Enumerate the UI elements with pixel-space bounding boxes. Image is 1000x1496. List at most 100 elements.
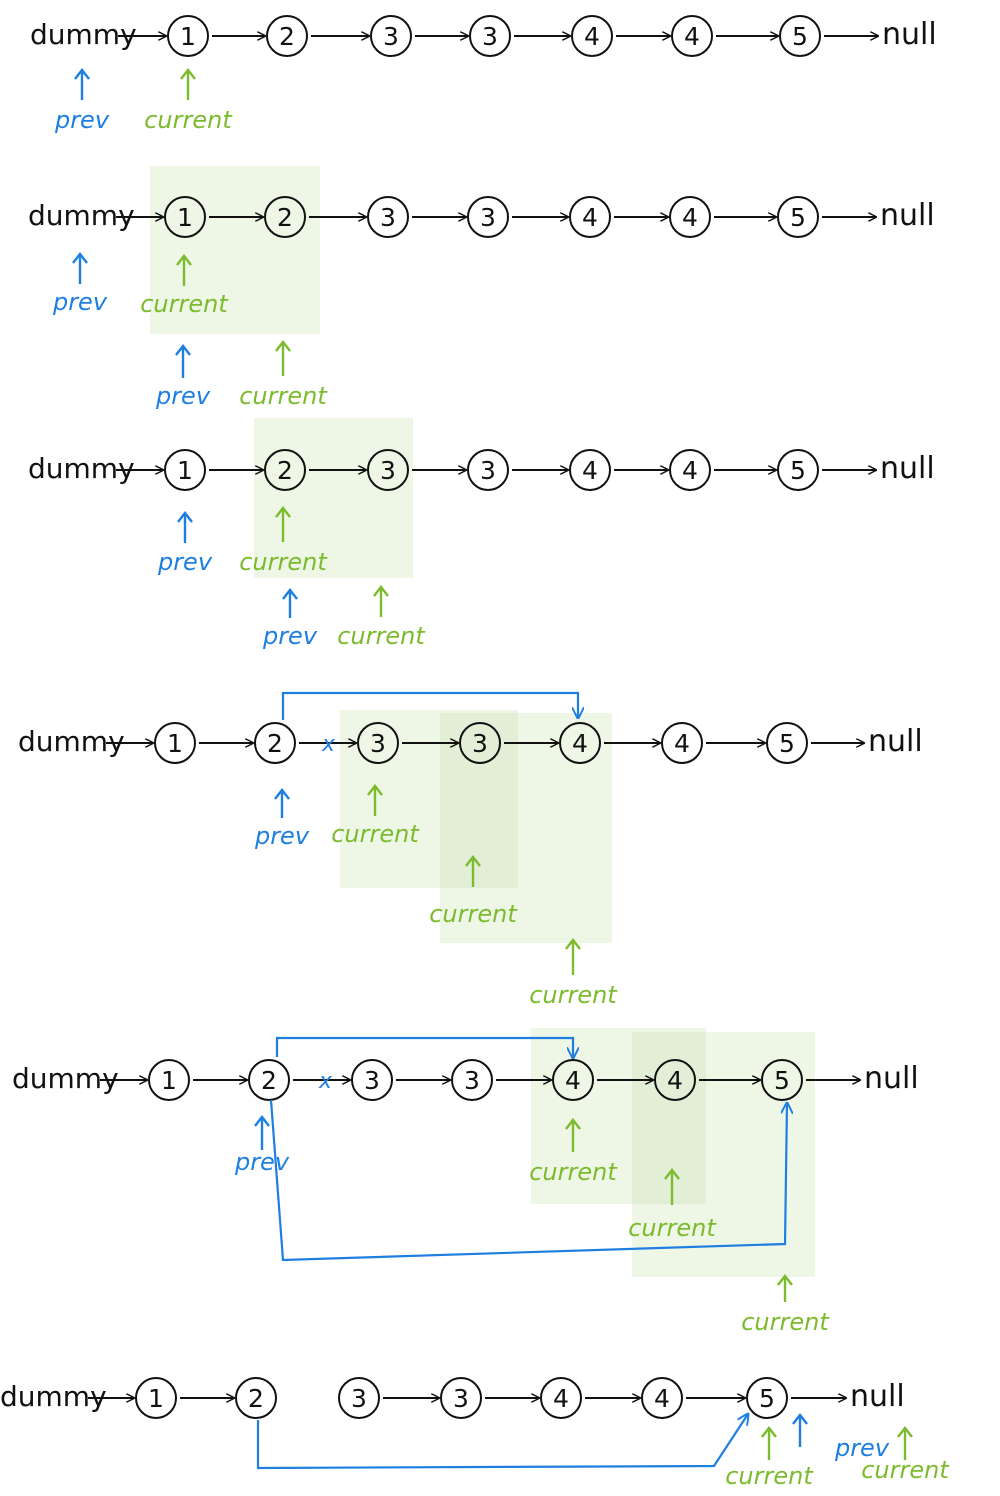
node-value: 5 bbox=[759, 1384, 775, 1413]
list-node bbox=[467, 449, 509, 491]
list-node bbox=[459, 722, 501, 764]
list-node bbox=[777, 449, 819, 491]
current-label: current bbox=[331, 820, 420, 848]
node-value: 3 bbox=[380, 203, 396, 232]
node-value: 3 bbox=[370, 729, 386, 758]
list-node bbox=[264, 449, 306, 491]
node-value: 4 bbox=[682, 456, 698, 485]
list-node bbox=[777, 196, 819, 238]
list-node bbox=[669, 196, 711, 238]
list-node bbox=[351, 1059, 393, 1101]
tail-label: null bbox=[880, 198, 935, 233]
list-node bbox=[641, 1377, 683, 1419]
current-label: current bbox=[725, 1462, 814, 1490]
prev-label: prev bbox=[234, 1148, 290, 1176]
list-node bbox=[569, 449, 611, 491]
removed-link-mark: x bbox=[318, 1069, 333, 1094]
list-node bbox=[357, 722, 399, 764]
current-pointer: current bbox=[628, 1168, 717, 1242]
pointer-arrowhead bbox=[565, 938, 581, 950]
current-label: current bbox=[144, 106, 233, 134]
pointer-arrowhead bbox=[373, 585, 389, 597]
current-pointer: current bbox=[861, 1426, 950, 1484]
node-value: 4 bbox=[674, 729, 690, 758]
pointer-arrowhead bbox=[777, 1274, 793, 1286]
node-value: 3 bbox=[364, 1066, 380, 1095]
current-label: current bbox=[429, 900, 518, 928]
list-node bbox=[367, 449, 409, 491]
current-pointer: current bbox=[741, 1274, 830, 1336]
pointer-arrowhead bbox=[465, 855, 481, 867]
pointer-arrowhead bbox=[176, 254, 192, 266]
head-label: dummy bbox=[28, 452, 135, 485]
prev-pointer: prev bbox=[54, 68, 110, 134]
current-pointer: current bbox=[725, 1426, 814, 1490]
pointer-arrowhead bbox=[565, 1118, 581, 1130]
node-value: 4 bbox=[572, 729, 588, 758]
list-node bbox=[766, 722, 808, 764]
list-node bbox=[266, 15, 308, 57]
node-value: 4 bbox=[553, 1384, 569, 1413]
node-value: 3 bbox=[472, 729, 488, 758]
list-node bbox=[135, 1377, 177, 1419]
list-node bbox=[671, 15, 713, 57]
pointer-arrowhead bbox=[275, 506, 291, 518]
node-value: 3 bbox=[380, 456, 396, 485]
current-label: current bbox=[337, 622, 426, 650]
list-node bbox=[779, 15, 821, 57]
pointer-arrowhead bbox=[897, 1426, 913, 1438]
node-value: 2 bbox=[277, 456, 293, 485]
list-node bbox=[746, 1377, 788, 1419]
highlight-layer bbox=[150, 166, 815, 1277]
pointer-arrowhead bbox=[180, 68, 196, 80]
tail-label: null bbox=[868, 724, 923, 759]
prev-label: prev bbox=[155, 382, 211, 410]
pointer-arrowhead bbox=[761, 1426, 777, 1438]
node-value: 5 bbox=[779, 729, 795, 758]
relink-arrow bbox=[275, 1036, 573, 1058]
head-label: dummy bbox=[0, 1380, 107, 1413]
current-pointer: current bbox=[140, 254, 229, 318]
node-value: 1 bbox=[167, 729, 183, 758]
node-value: 2 bbox=[267, 729, 283, 758]
pointer-arrowhead bbox=[175, 344, 191, 356]
current-label: current bbox=[628, 1214, 717, 1242]
prev-label: prev bbox=[834, 1434, 890, 1462]
highlight-box bbox=[150, 166, 320, 334]
node-value: 4 bbox=[667, 1066, 683, 1095]
list-node bbox=[761, 1059, 803, 1101]
prev-pointer: prev bbox=[155, 344, 211, 410]
current-pointer: current bbox=[337, 585, 426, 650]
tail-label: null bbox=[850, 1379, 905, 1414]
current-pointer: current bbox=[239, 506, 328, 576]
node-value: 3 bbox=[480, 456, 496, 485]
prev-label: prev bbox=[157, 548, 213, 576]
pointer-arrowhead bbox=[177, 511, 193, 523]
list-node bbox=[467, 196, 509, 238]
pointer-arrowhead bbox=[792, 1413, 808, 1425]
prev-pointer: prev bbox=[234, 1115, 290, 1176]
list-node bbox=[248, 1059, 290, 1101]
pointer-arrowhead bbox=[74, 68, 90, 80]
prev-pointer: prev bbox=[157, 511, 213, 576]
node-value: 1 bbox=[180, 22, 196, 51]
current-label: current bbox=[529, 981, 618, 1009]
relink-arrow bbox=[281, 691, 578, 720]
current-label: current bbox=[239, 548, 328, 576]
current-label: current bbox=[861, 1456, 950, 1484]
node-value: 3 bbox=[480, 203, 496, 232]
list-node bbox=[367, 196, 409, 238]
head-label: dummy bbox=[12, 1062, 119, 1095]
node-value: 3 bbox=[383, 22, 399, 51]
node-value: 1 bbox=[177, 456, 193, 485]
pointer-arrowhead bbox=[282, 588, 298, 600]
pointer-arrowhead bbox=[275, 340, 291, 352]
current-pointer: current bbox=[529, 938, 618, 1009]
prev-label: prev bbox=[254, 822, 310, 850]
list-node bbox=[451, 1059, 493, 1101]
